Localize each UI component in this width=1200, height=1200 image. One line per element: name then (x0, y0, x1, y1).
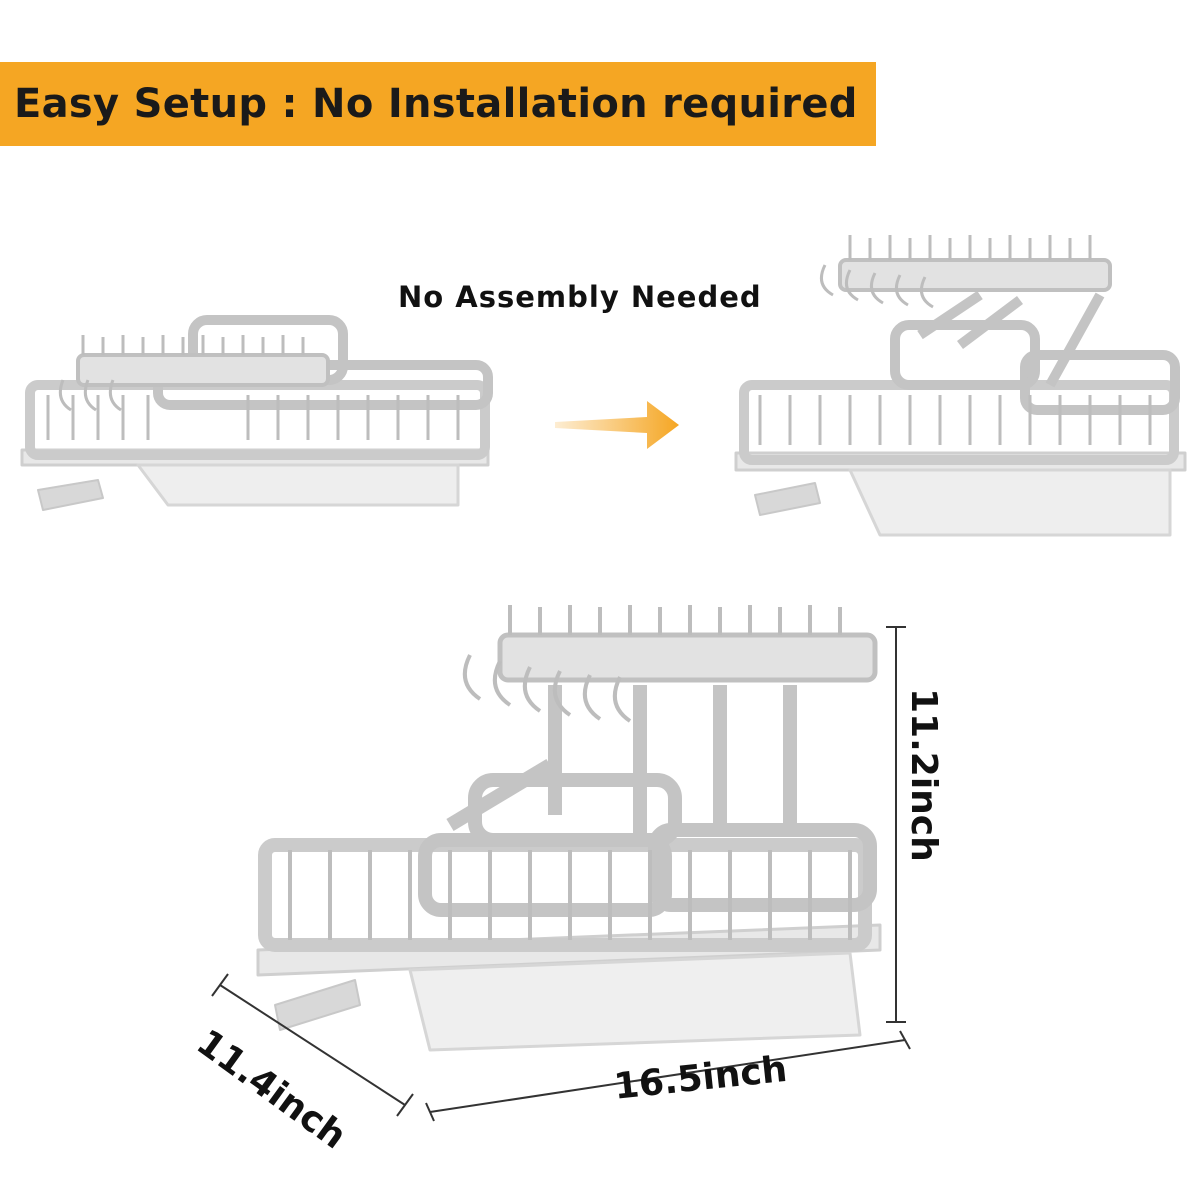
banner-title: Easy Setup : No Installation required (14, 81, 858, 127)
title-banner: Easy Setup : No Installation required (0, 62, 876, 146)
arrow-right-icon (555, 401, 679, 449)
depth-line (219, 984, 406, 1106)
folded-rack-image (20, 315, 493, 511)
assembly-caption: No Assembly Needed (398, 280, 762, 314)
width-line (429, 1039, 906, 1113)
height-dimension: 11.2inch (903, 688, 944, 862)
unfolded-rack-image (734, 235, 1187, 537)
opened-rack-image (256, 605, 882, 1052)
